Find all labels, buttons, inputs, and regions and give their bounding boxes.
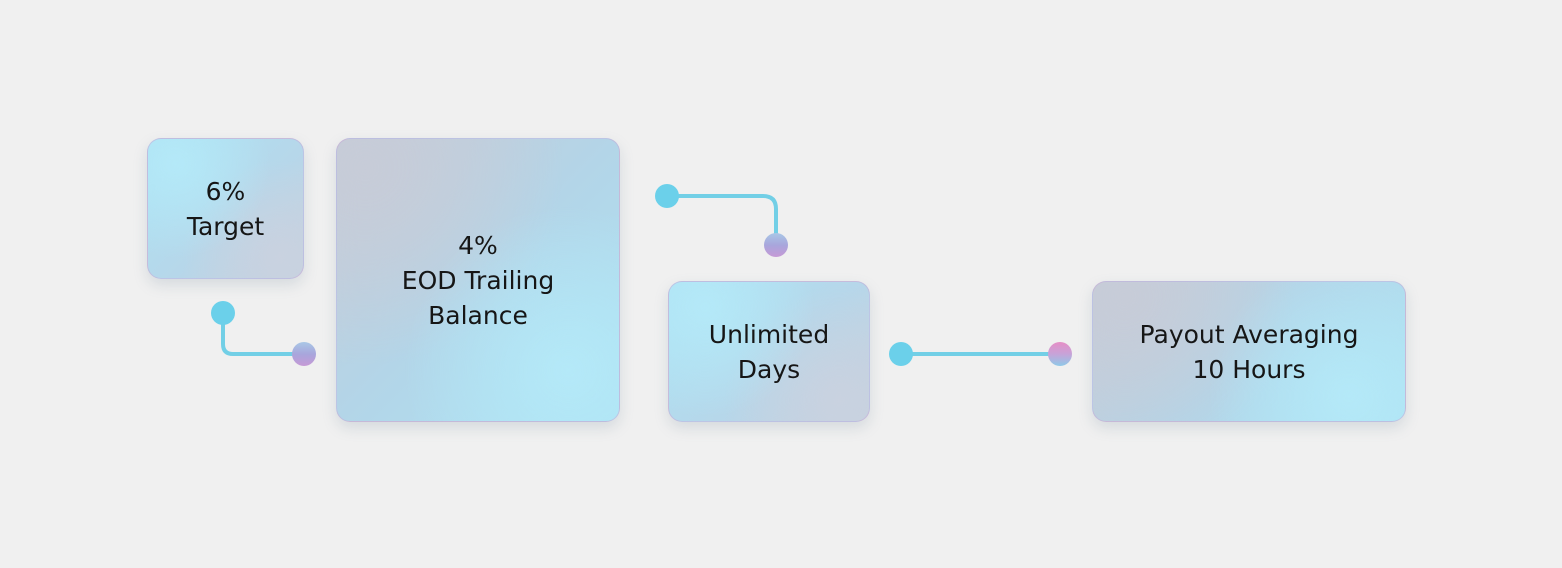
target-card: 6% Target <box>147 138 304 279</box>
days-label-line-1: Unlimited <box>708 319 830 349</box>
eod-label-line-2: Balance <box>428 300 528 330</box>
target-value: 6% <box>205 176 246 206</box>
connector-end-node <box>1048 342 1072 366</box>
days-label-line-2: Days <box>737 354 801 384</box>
days-card-text: Unlimited Days <box>709 317 829 387</box>
connector-days-to-payout <box>889 342 1072 366</box>
connector-start-node <box>655 184 679 208</box>
connector-line <box>665 194 778 247</box>
connector-end-node <box>764 233 788 257</box>
payout-card-text: Payout Averaging 10 Hours <box>1140 317 1359 387</box>
eod-trailing-balance-card: 4% EOD Trailing Balance <box>336 138 620 422</box>
payout-label-line-2: 10 Hours <box>1192 354 1306 384</box>
connector-line <box>221 311 306 356</box>
eod-label-line-1: EOD Trailing <box>401 265 555 295</box>
payout-averaging-card: Payout Averaging 10 Hours <box>1092 281 1406 422</box>
connector-end-node <box>292 342 316 366</box>
eod-card-text: 4% EOD Trailing Balance <box>402 228 554 333</box>
connector-start-node <box>889 342 913 366</box>
payout-label-line-1: Payout Averaging <box>1139 319 1359 349</box>
connector-target-to-eod <box>211 301 316 366</box>
eod-value: 4% <box>458 230 498 260</box>
target-label: Target <box>186 211 265 241</box>
target-card-text: 6% Target <box>187 174 264 244</box>
connector-start-node <box>211 301 235 325</box>
unlimited-days-card: Unlimited Days <box>668 281 870 422</box>
connector-eod-to-days <box>655 184 788 257</box>
